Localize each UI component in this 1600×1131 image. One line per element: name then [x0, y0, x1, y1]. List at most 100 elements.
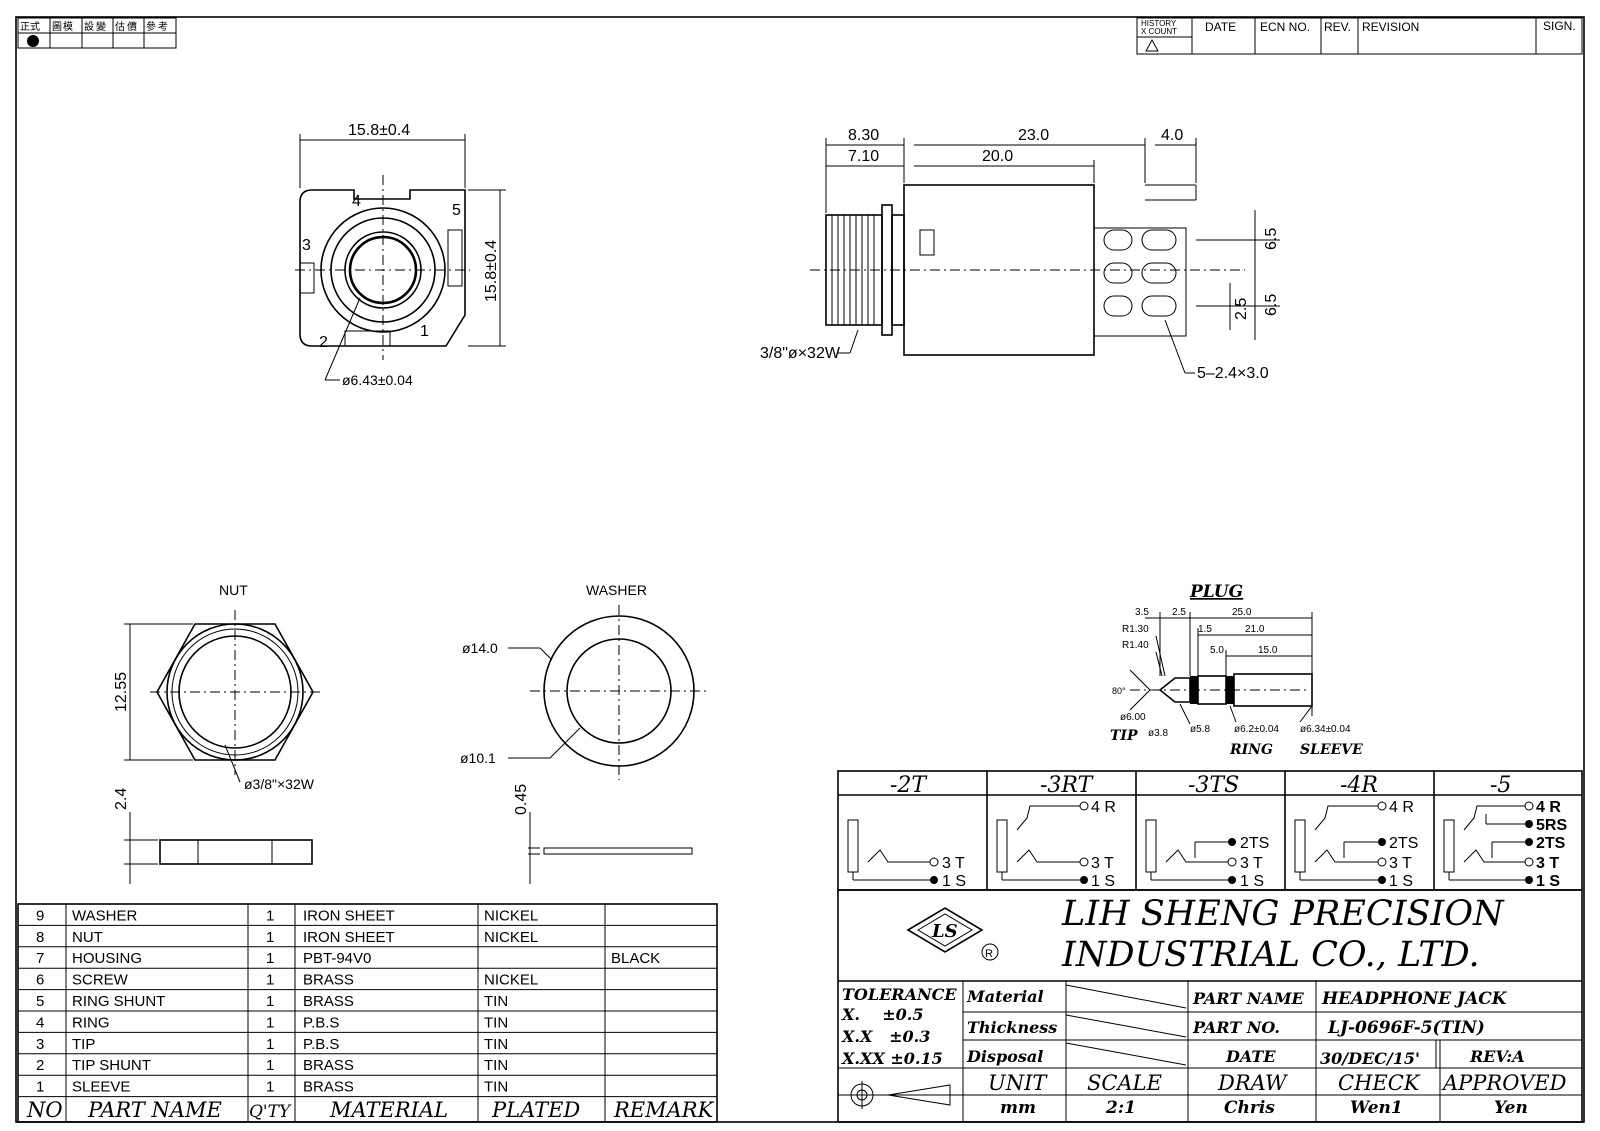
3rt-pin-1s: 1 S [1091, 873, 1115, 890]
company-name-line1: LIH SHENG PRECISION [1061, 894, 1505, 934]
plug-dim-210: 21.0 [1245, 624, 1265, 635]
bom-cell: TIN [484, 1014, 508, 1031]
bom-cell: BRASS [303, 972, 354, 989]
3ts-pin-1s: 1 S [1240, 873, 1264, 890]
bom-cell: 1 [266, 1057, 274, 1074]
stamp-cell-6: 價 [127, 20, 137, 33]
bom-header-qty: Q'TY [249, 1102, 292, 1122]
draw-value: Chris [1224, 1098, 1275, 1118]
revision-header: HISTORY X COUNT DATE ECN NO. REV. REVISI… [1136, 17, 1583, 55]
sheet-border [15, 16, 1585, 1123]
bom-cell: 2 [36, 1057, 44, 1074]
company-name-line2: INDUSTRIAL CO., LTD. [1061, 935, 1480, 975]
stamp-cell-3: 設 [84, 20, 94, 33]
3rt-pin-3t: 3 T [1091, 855, 1114, 872]
stamp-cell-4: 變 [96, 20, 106, 33]
bom-cell: PBT-94V0 [303, 950, 371, 967]
bom-cell: P.B.S [303, 1014, 339, 1031]
plug-dia-600: ø6.00 [1120, 712, 1146, 723]
bom-cell: BRASS [303, 993, 354, 1010]
plug-dia-634: ø6.34±0.04 [1300, 724, 1351, 735]
bom-cell: TIP SHUNT [72, 1057, 151, 1074]
stamp-cell-8: 考 [158, 21, 168, 33]
washer-thickness-dim: 0.45 [513, 784, 530, 815]
plug-dim-150: 15.0 [1258, 645, 1278, 656]
rev-header: REV. [1324, 20, 1351, 34]
official-dot [27, 35, 39, 47]
side-dim-830: 8.30 [848, 127, 879, 144]
5-pin-5rs: 5RS [1536, 817, 1567, 834]
pin-3-label: 3 [302, 237, 311, 254]
variant-5: -5 [1490, 773, 1511, 798]
rev-date-header: DATE [1205, 20, 1236, 34]
company-logo: LS R [906, 907, 999, 961]
bom-cell: NICKEL [484, 907, 538, 924]
approval-stamp-box: 正式 圖 模 設 變 估 價 參 考 [17, 17, 177, 49]
bom-cell: 8 [36, 929, 44, 946]
side-dim-65b: 6.5 [1263, 294, 1280, 316]
plug-title: PLUG [1189, 582, 1243, 602]
plug-ring-label: RING [1229, 742, 1273, 758]
plug-r130: R1.30 [1122, 624, 1149, 635]
bom-header-material: MATERIAL [329, 1098, 448, 1122]
bom-cell: 7 [36, 950, 44, 967]
part-name-label: PART NAME [1192, 989, 1305, 1008]
plug-tip-label: TIP [1110, 728, 1138, 744]
3rt-pin-4r: 4 R [1091, 799, 1116, 816]
stamp-cell-0: 正式 [20, 20, 40, 33]
washer-inner-dim: ø10.1 [460, 750, 496, 766]
3ts-pin-3t: 3 T [1240, 855, 1263, 872]
bom-cell: P.B.S [303, 1036, 339, 1053]
bom-cell: IRON SHEET [303, 929, 395, 946]
bom-cell: 1 [36, 1079, 44, 1096]
bom-cell: TIP [72, 1036, 95, 1053]
tolerance-xxx: X.XX ±0.15 [841, 1049, 943, 1068]
4r-pin-2ts: 2TS [1389, 835, 1418, 852]
bom-header-plated: PLATED [491, 1098, 580, 1122]
side-dim-710: 7.10 [848, 148, 879, 165]
bom-cell: 1 [266, 950, 274, 967]
bom-cell: BRASS [303, 1079, 354, 1096]
bom-cell: SCREW [72, 972, 129, 989]
washer-outer-dim: ø14.0 [462, 640, 498, 656]
side-dim-230: 23.0 [1018, 127, 1049, 144]
nut-thread-dim: ø3/8"×32W [244, 776, 315, 792]
logo-text: LS [931, 921, 958, 942]
scale-label: SCALE [1087, 1071, 1162, 1095]
variant-3rt: -3RT [1040, 773, 1095, 798]
bom-cell: RING SHUNT [72, 993, 165, 1010]
2t-pin-3t: 3 T [942, 855, 965, 872]
ecn-header: ECN NO. [1260, 20, 1310, 34]
history-label: HISTORY [1141, 19, 1177, 28]
plug-angle: 80° [1112, 686, 1126, 696]
nut-thickness-dim: 2.4 [113, 788, 130, 810]
scale-value: 2:1 [1105, 1098, 1136, 1118]
side-dim-65a: 6.5 [1263, 228, 1280, 250]
stamp-cell-7: 參 [146, 20, 156, 33]
plug-r140: R1.40 [1122, 640, 1149, 651]
bom-cell: IRON SHEET [303, 907, 395, 924]
bom-cell: 1 [266, 907, 274, 924]
warning-icon [1145, 38, 1159, 52]
approved-label: APPROVED [1441, 1071, 1567, 1095]
bom-cell: 1 [266, 1079, 274, 1096]
material-label: Material [966, 987, 1044, 1006]
tolerance-label: TOLERANCE [842, 985, 957, 1004]
slot-spec: 5–2.4×3.0 [1197, 365, 1269, 382]
plug-dia-62: ø6.2±0.04 [1234, 724, 1279, 735]
bom-cell: 5 [36, 993, 44, 1010]
disposal-label: Disposal [966, 1047, 1043, 1066]
stamp-cell-2: 模 [63, 21, 73, 33]
bom-cell: 6 [36, 972, 44, 989]
bom-header-remark: REMARK [613, 1098, 715, 1122]
bom-cell: RING [72, 1014, 110, 1031]
bore-dim: ø6.43±0.04 [342, 372, 413, 388]
bom-cell: NICKEL [484, 929, 538, 946]
nut-view: NUT 12.55 ø3/8"×32W 2.4 [113, 582, 320, 884]
stamp-cell-1: 圖 [52, 21, 62, 33]
bom-cell: 1 [266, 1036, 274, 1053]
part-no-label: PART NO. [1192, 1018, 1280, 1037]
4r-pin-4r: 4 R [1389, 799, 1414, 816]
bom-cell: TIN [484, 1036, 508, 1053]
